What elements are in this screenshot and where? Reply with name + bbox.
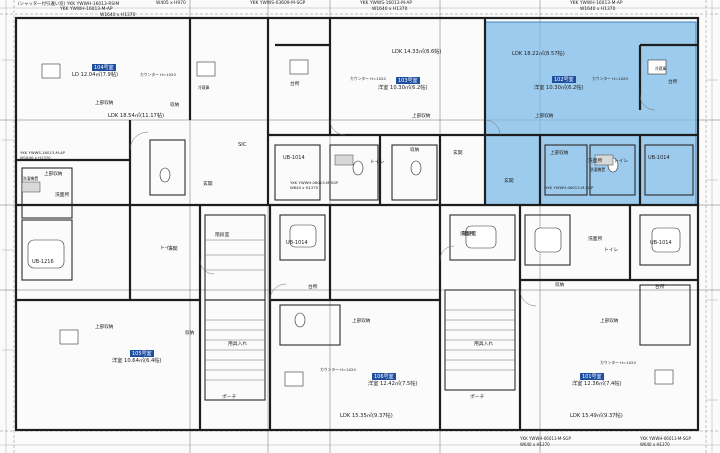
ub-label: UB-1014 (650, 240, 672, 246)
unit-101-room: 洋室 12.36㎡(7.4帖) (572, 381, 622, 387)
kitchen-label: 台所 (290, 82, 300, 87)
unit-104-tag[interactable]: 104号室 (92, 64, 116, 71)
toilet-label: トイレ (614, 159, 629, 164)
bottom-note: YKK YWWH-06013-M-SGP (640, 436, 691, 441)
kitchen-label: 台所 (655, 285, 665, 290)
counter-note: カウンター H=1020 (592, 76, 628, 81)
closet-label: 収納 (410, 148, 420, 153)
fixtures (21, 59, 681, 387)
dimension-marks (2, 59, 718, 401)
counter-note: カウンター H=1020 (600, 360, 636, 365)
fridge-note: 冷蔵庫 (198, 85, 210, 90)
unit-104-ldk: LDK 18.54㎡(11.17帖) (108, 113, 165, 119)
genkan-label: 玄関 (203, 182, 213, 187)
counter-note: カウンター H=1020 (140, 72, 176, 77)
closet-label: 収納 (185, 331, 195, 336)
stair-label: 階段室 (215, 233, 230, 238)
genkan-label: 玄関 (453, 151, 463, 156)
top-note: W1640 x H1370 (100, 13, 136, 18)
toilet-label: トイレ (370, 160, 385, 165)
stair-label: 階段室 (462, 232, 477, 237)
top-note: (シャッター付引違い窓) YKK YWWH-16013-RSIM (18, 2, 120, 7)
top-note: YKK YWWS-16013-M-AP (360, 1, 413, 6)
window-note: YKK YWWS-16013-M-AP (20, 150, 66, 155)
storage-label: 上部収納 (352, 319, 371, 324)
storage-label: 上部収納 (95, 325, 114, 330)
bottom-note: W640 x H1370 (640, 442, 670, 447)
bottom-note: W640 x H1370 (520, 442, 550, 447)
fridge-note: 冷蔵庫 (655, 66, 667, 71)
window-note: YKK YWWH-06013-M-SGP (545, 185, 594, 190)
counter-note: カウンター H=1020 (350, 76, 386, 81)
unit-102-room: 洋室 10.30㎡(6.2帖) (534, 85, 584, 91)
washer-note: 洗濯機置 (590, 167, 606, 172)
unit-105-room: 洋室 10.64㎡(6.4帖) (112, 358, 162, 364)
window-note: YKK YWWH-06013-M-SGP (290, 180, 339, 185)
genkan-label: 玄関 (504, 179, 514, 184)
unit-101-ldk: LDK 15.49㎡(9.37帖) (570, 413, 623, 419)
unit-103-room: 洋室 10.30㎡(6.2帖) (378, 85, 428, 91)
closet-label: 収納 (170, 103, 180, 108)
size-note: W1640 x H1370 (20, 155, 51, 160)
bottom-note: YKK YWWH-06013-M-SGP (520, 436, 571, 441)
unit-106-tag[interactable]: 106号室 (372, 373, 396, 380)
washer-note: 洗濯機置 (23, 176, 39, 181)
top-note: W1640 x H1370 (580, 7, 616, 12)
partitions (21, 139, 694, 401)
top-note: W405 x H970 (156, 1, 186, 6)
unit-104-ld: LD 12.04㎡(7.9帖) (72, 72, 119, 78)
stair-treads (205, 239, 515, 381)
counter-note: カウンター H=1020 (320, 367, 356, 372)
deck-label: 用具入れ (228, 342, 248, 347)
unit-105-tag[interactable]: 105号室 (130, 350, 154, 357)
unit-106-ldk: LDK 15.35㎡(9.37帖) (340, 413, 393, 419)
storage-label: 上部収納 (44, 172, 63, 177)
top-note: YKK YWWH-16013-M-AP (570, 1, 623, 6)
porch-label: ポーチ (222, 395, 237, 400)
storage-label: 上部収納 (95, 101, 114, 106)
top-note: YKK YWWH-16013-M-AP (60, 7, 113, 12)
storage-label: 上部収納 (412, 114, 431, 119)
kitchen-label: 台所 (308, 285, 318, 290)
unit-103-ldk: LDK 14.33㎡(8.6帖) (392, 49, 442, 55)
storage-label: 上部収納 (550, 151, 569, 156)
toilet-label: トイレ (604, 248, 619, 253)
exterior-walls (14, 16, 700, 432)
storage-label: 上部収納 (535, 114, 554, 119)
sic-label: SIC (238, 142, 247, 148)
washroom-label: 洗面所 (588, 159, 603, 164)
kitchen-label: 台所 (668, 80, 678, 85)
washroom-label: 洗面所 (55, 193, 70, 198)
door-swings (129, 94, 656, 307)
unit-106-room: 洋室 12.42㎡(7.5帖) (368, 381, 418, 387)
size-note: W640 x H1370 (290, 185, 319, 190)
top-note: YKK YWWS-03609-M-SGP (250, 1, 306, 6)
unit-101-tag[interactable]: 101号室 (580, 373, 604, 380)
closet-label: 収納 (555, 283, 565, 288)
ub-label: UB-1014 (283, 155, 305, 161)
porch-label: ポーチ (470, 395, 485, 400)
unit-103-tag[interactable]: 103号室 (396, 77, 420, 84)
storage-label: 上部収納 (600, 319, 619, 324)
genkan-label: 玄関 (168, 247, 178, 252)
washroom-label: 洗面所 (460, 232, 475, 237)
ub-label: UB-1014 (286, 240, 308, 246)
deck-label: 用具入れ (474, 342, 494, 347)
top-note: W1640 x H1370 (372, 7, 408, 12)
interior-walls (16, 18, 698, 430)
unit-102-tag[interactable]: 102号室 (552, 76, 576, 83)
washroom-label: 洗面所 (588, 237, 603, 242)
ub-1216-label: UB-1216 (32, 259, 54, 265)
ub-label: UB-1014 (648, 155, 670, 161)
unit-102-ldk: LDK 18.22㎡(8.57帖) (512, 51, 565, 57)
toilet-label: トイレ (160, 246, 175, 251)
